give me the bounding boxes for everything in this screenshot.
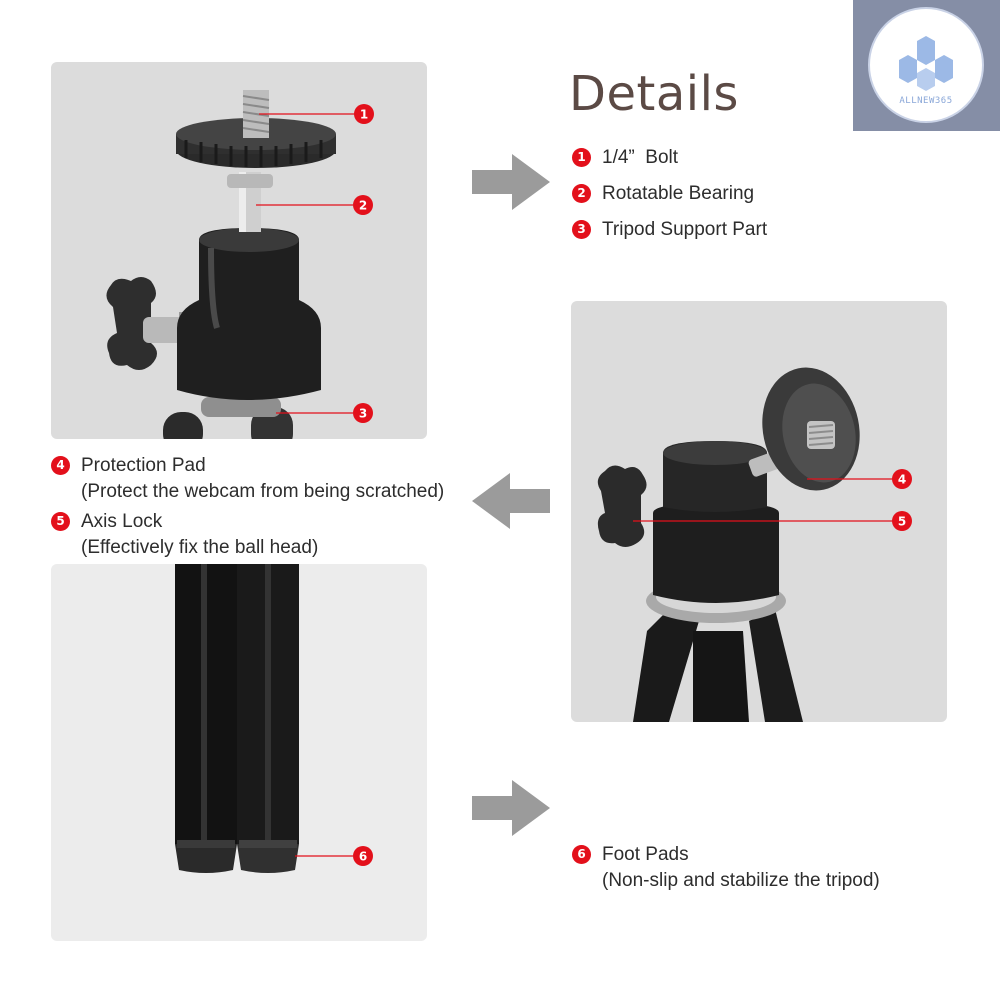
callout-6-number: 6	[359, 850, 367, 864]
number-badge: 6	[572, 845, 591, 864]
callout-4-marker	[892, 469, 912, 489]
list-item: 2 Rotatable Bearing	[572, 181, 767, 207]
photo-foot-pads: 6	[51, 564, 427, 941]
feature-note: (Non-slip and stabilize the tripod)	[602, 870, 880, 891]
callout-3-marker	[353, 403, 373, 423]
callout-5-number: 5	[898, 515, 906, 529]
brand-logo-text: ALLNEW365	[899, 96, 952, 106]
feature-label: Protection Pad	[81, 455, 206, 476]
number-badge: 2	[572, 184, 591, 203]
feature-note: (Protect the webcam from being scratched…	[81, 481, 445, 502]
brand-logo: ALLNEW365	[853, 0, 1000, 131]
number-badge: 4	[51, 456, 70, 475]
list-item: 1 1/4” Bolt	[572, 145, 767, 171]
feature-note: (Effectively fix the ball head)	[81, 537, 319, 558]
feature-label: Foot Pads	[602, 844, 689, 865]
callout-4-number: 4	[898, 473, 906, 487]
feature-label: Rotatable Bearing	[602, 183, 755, 204]
callout-3-number: 3	[359, 407, 367, 421]
callout-2-marker	[353, 195, 373, 215]
list-item: 5 Axis Lock (Effectively fix the ball he…	[51, 509, 444, 561]
arrow-right-icon	[472, 780, 550, 836]
feature-label: Axis Lock	[81, 511, 163, 532]
callout-5-marker	[892, 511, 912, 531]
brand-logo-icon: ALLNEW365	[868, 7, 984, 123]
feature-list-ball-head: 1 1/4” Bolt 2 Rotatable Bearing 3 Tripod…	[572, 145, 767, 253]
list-item: 6 Foot Pads (Non-slip and stabilize the …	[572, 842, 880, 894]
callout-1-marker	[354, 104, 374, 124]
photo-tripod-head: 4 5	[571, 301, 947, 722]
feature-label: Tripod Support Part	[602, 219, 768, 240]
arrow-right-icon	[472, 154, 550, 210]
feature-list-tripod-head: 4 Protection Pad (Protect the webcam fro…	[51, 453, 444, 565]
callout-6-marker	[353, 846, 373, 866]
arrow-left-icon	[472, 473, 550, 529]
number-badge: 5	[51, 512, 70, 531]
list-item: 4 Protection Pad (Protect the webcam fro…	[51, 453, 444, 505]
callout-2-number: 2	[359, 199, 367, 213]
feature-list-foot-pads: 6 Foot Pads (Non-slip and stabilize the …	[572, 842, 880, 894]
feature-label: 1/4” Bolt	[602, 147, 679, 168]
callout-1-number: 1	[360, 108, 368, 122]
photo-ball-head: 1 2 3	[51, 62, 427, 439]
number-badge: 1	[572, 148, 591, 167]
number-badge: 3	[572, 220, 591, 239]
page-title: Details	[569, 66, 739, 122]
list-item: 3 Tripod Support Part	[572, 217, 767, 243]
